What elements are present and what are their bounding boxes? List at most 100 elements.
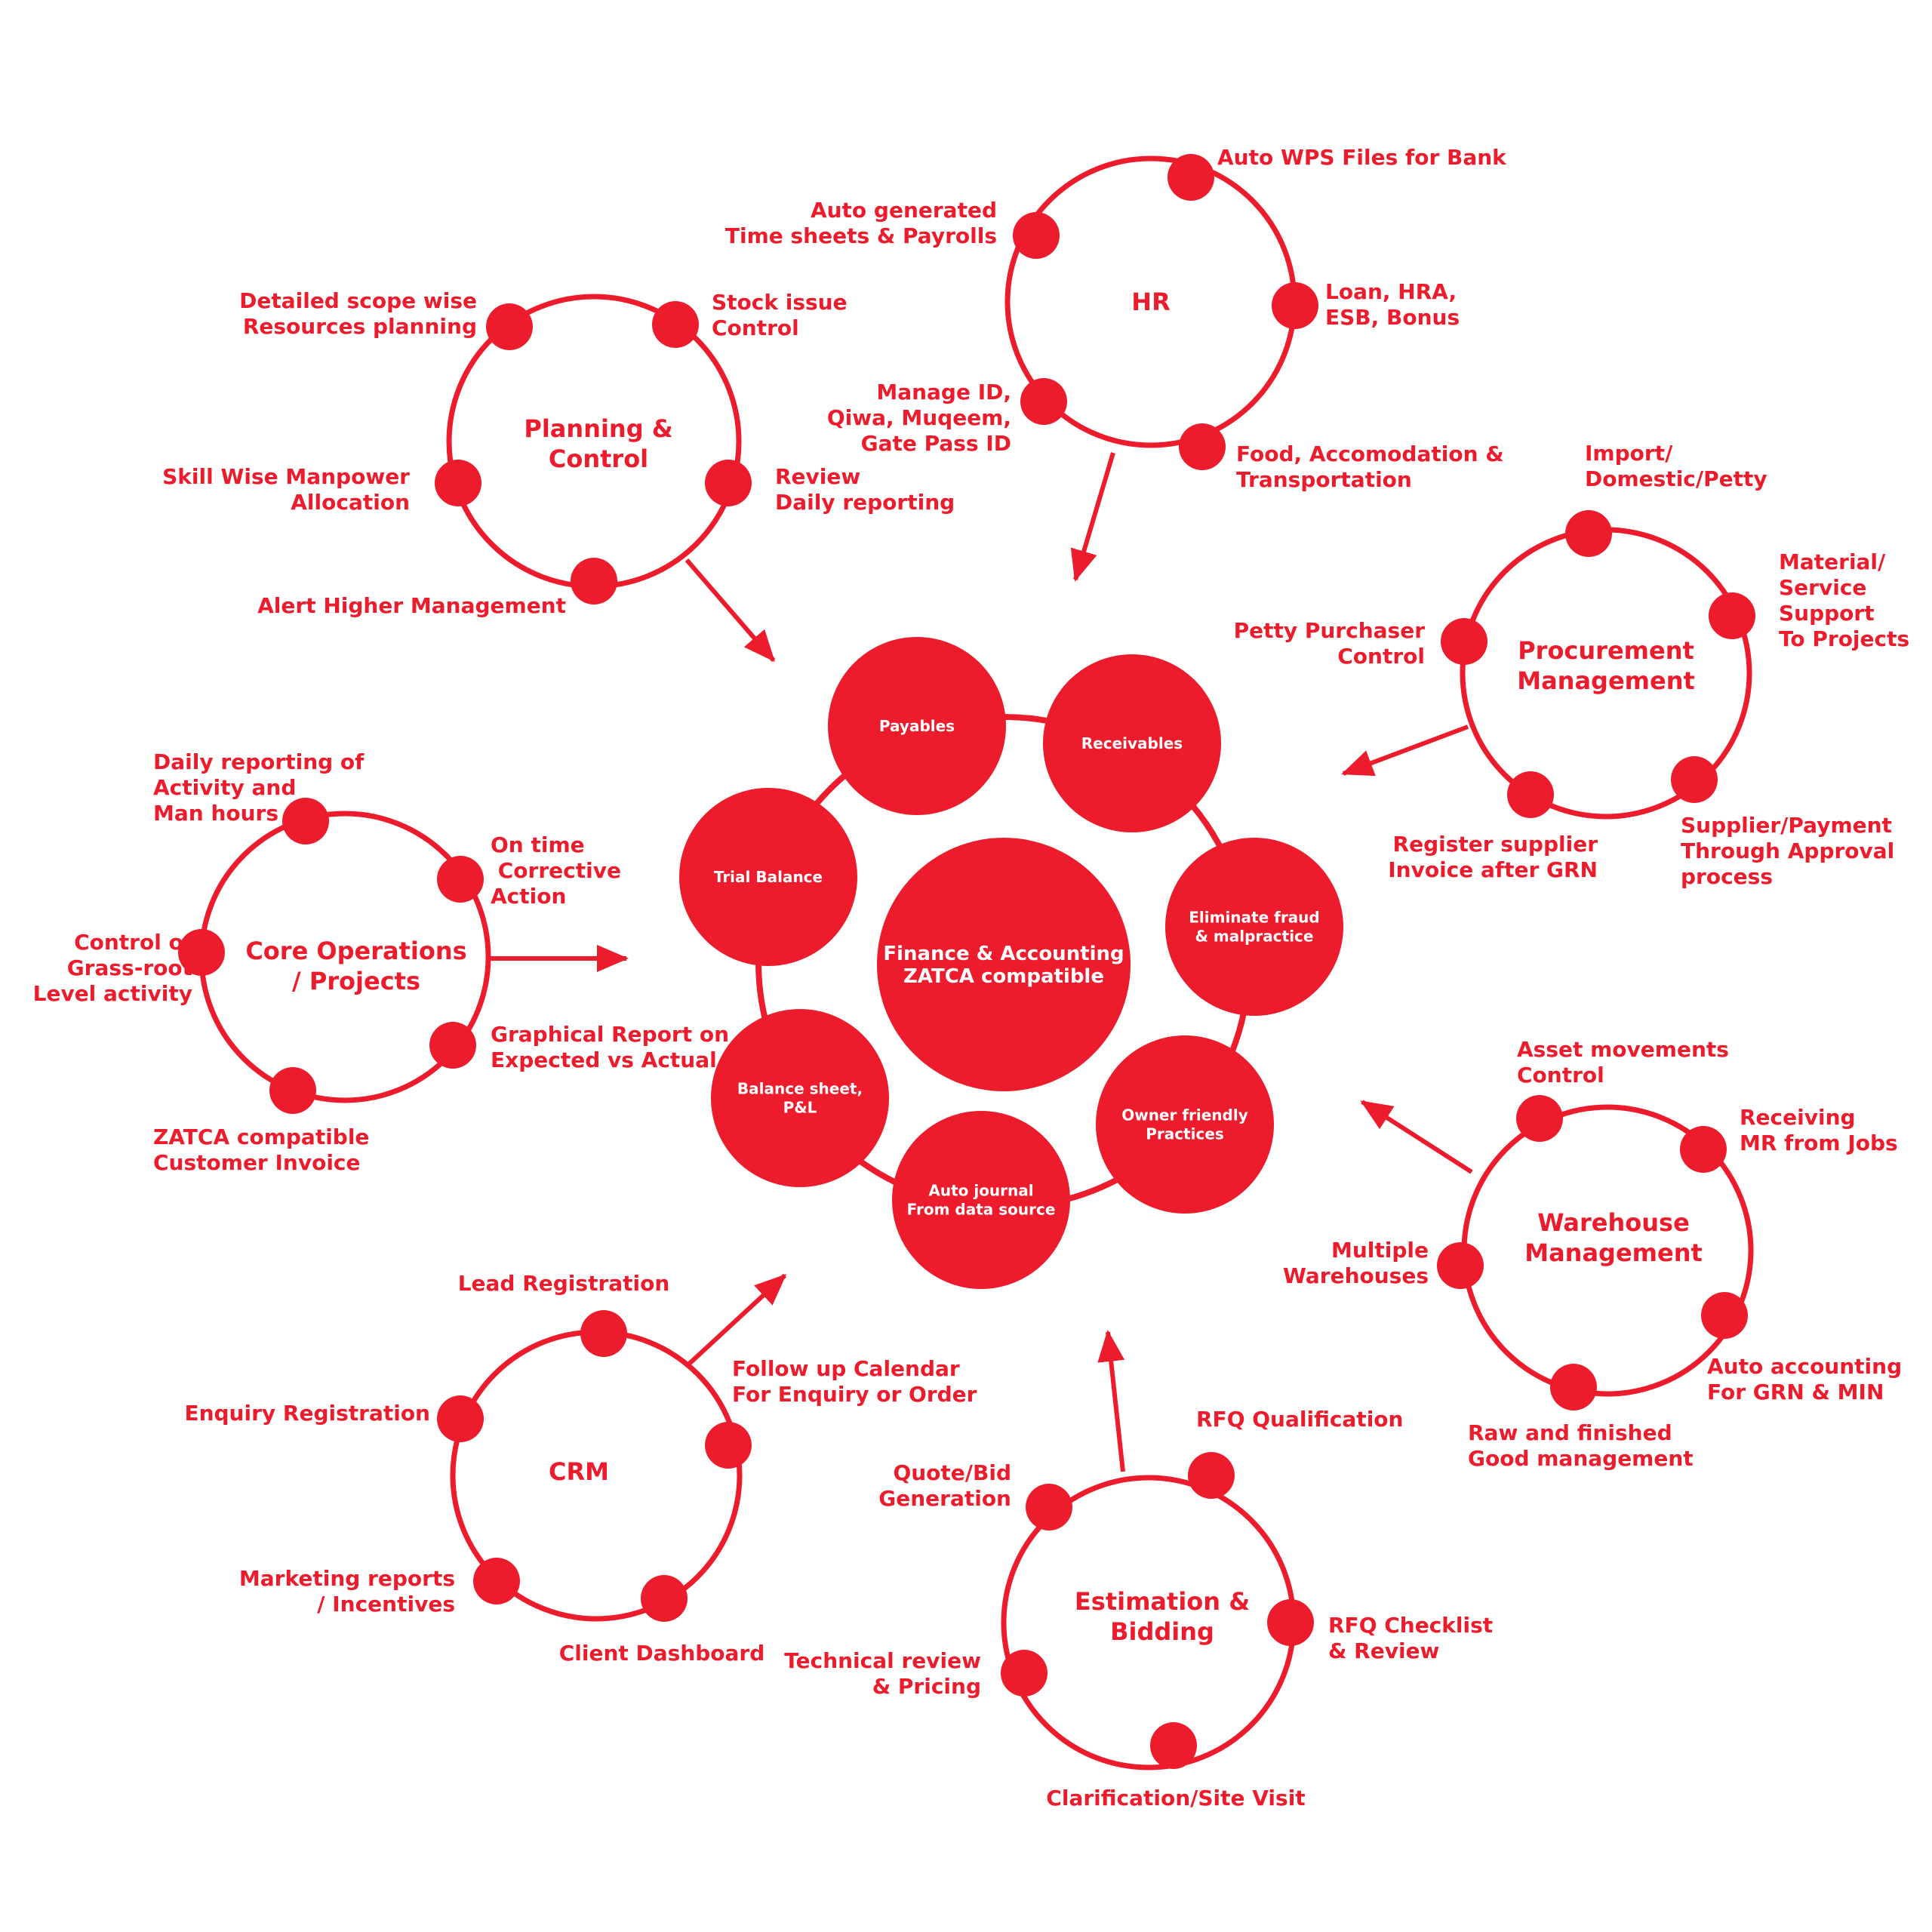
hub-node-circle xyxy=(1165,838,1343,1016)
hub-node-circle xyxy=(892,1111,1070,1289)
hub-node-eliminate-fraud: Eliminate fraud& malpractice xyxy=(1165,838,1343,1016)
arrows xyxy=(491,452,1473,1472)
hub-node-trial-balance: Trial Balance xyxy=(679,788,857,966)
module-node-dot xyxy=(641,1575,688,1622)
module-node-dot xyxy=(1188,1452,1235,1499)
module-node-dot xyxy=(1671,756,1718,803)
arrow-warehouse xyxy=(1360,1100,1473,1174)
hub-node-label: Trial Balance xyxy=(714,868,823,886)
module-node-dot xyxy=(1026,1484,1072,1531)
module-node-dot xyxy=(282,798,329,844)
module-node-dot xyxy=(1709,592,1755,639)
module-node-dot xyxy=(1680,1126,1727,1173)
module-node-dot xyxy=(1507,771,1554,818)
module-node-dot xyxy=(1020,378,1067,425)
hub-node-label: Eliminate fraud& malpractice xyxy=(1189,909,1320,946)
module-title: Core Operations/ Projects xyxy=(245,937,466,995)
module-node-dot xyxy=(1272,282,1318,329)
module-title: CRM xyxy=(549,1457,609,1486)
hub-node-label: Receivables xyxy=(1081,734,1183,752)
hub-node-label: Payables xyxy=(879,717,955,735)
arrow-procurement xyxy=(1341,724,1469,777)
hub-node-circle xyxy=(1043,654,1221,832)
module-node-label: Technical review & Pricing xyxy=(784,1648,981,1699)
arrow-planning-control xyxy=(685,558,776,663)
hub-node-circle xyxy=(1096,1035,1274,1214)
module-node-dot xyxy=(486,303,533,350)
module-node-dot xyxy=(571,558,617,605)
module-node-dot xyxy=(1550,1364,1597,1411)
hub-core-circle xyxy=(877,838,1131,1091)
module-node-label: RFQ Qualification xyxy=(1196,1407,1403,1432)
module-core-operations: Core Operations/ Projects Daily reporting… xyxy=(26,749,729,1175)
module-node-label: RFQ Checklist& Review xyxy=(1328,1613,1493,1663)
module-node-dot xyxy=(1701,1292,1748,1339)
module-node-dot xyxy=(1441,618,1487,665)
module-node-dot xyxy=(437,856,484,903)
module-node-dot xyxy=(1179,423,1226,470)
hub-node-balance-sheet: Balance sheet,P&L xyxy=(711,1009,889,1187)
hub-node-circle xyxy=(711,1009,889,1187)
hub-node-payables: Payables xyxy=(828,637,1006,815)
module-node-label: Loan, HRA,ESB, Bonus xyxy=(1325,279,1460,330)
module-title: Estimation &Bidding xyxy=(1075,1587,1250,1646)
module-node-dot xyxy=(1168,154,1214,201)
module-node-dot xyxy=(1516,1095,1563,1142)
arrow-estimation-bidding xyxy=(1097,1330,1125,1472)
module-node-dot xyxy=(1150,1722,1197,1769)
module-node-dot xyxy=(1013,212,1060,259)
module-node-dot xyxy=(1001,1650,1048,1697)
hub-node-circle xyxy=(679,788,857,966)
module-node-label: Lead Registration xyxy=(458,1271,670,1296)
module-node-label: Import/Domestic/Petty xyxy=(1585,441,1767,491)
module-node-dot xyxy=(1565,510,1612,557)
module-node-label: Auto WPS Files for Bank xyxy=(1217,145,1507,170)
module-node-dot xyxy=(1267,1599,1314,1646)
module-node-label: Food, Accomodation &Transportation xyxy=(1236,441,1504,492)
module-node-dot xyxy=(705,460,752,506)
hub-node-circle xyxy=(828,637,1006,815)
module-node-label: Clarification/Site Visit xyxy=(1046,1786,1305,1810)
module-node-label: Alert Higher Management xyxy=(257,593,566,618)
module-node-label: Enquiry Registration xyxy=(184,1401,430,1426)
hub-node-receivables: Receivables xyxy=(1043,654,1221,832)
module-title: Planning &Control xyxy=(524,414,672,473)
module-node-dot xyxy=(429,1022,476,1069)
module-estimation-bidding: Estimation &Bidding RFQ QualificationRFQ … xyxy=(784,1407,1493,1810)
module-node-dot xyxy=(437,1395,484,1442)
module-node-dot xyxy=(473,1558,520,1604)
arrow-hr xyxy=(1070,452,1115,582)
module-node-dot xyxy=(178,929,225,976)
